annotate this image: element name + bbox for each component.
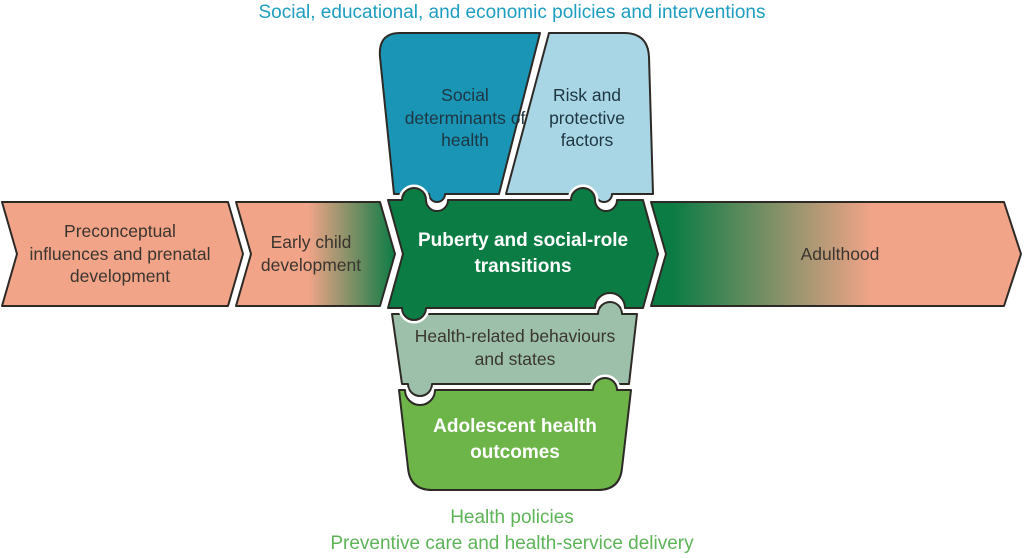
piece-risk-protective (502, 29, 657, 206)
health-policies-caption: Health policies (450, 507, 574, 528)
piece-adolescent-outcomes (395, 374, 635, 494)
piece-health-behaviours (388, 298, 641, 400)
top-policies-caption: Social, educational, and economic polici… (258, 2, 766, 23)
piece-puberty-band (384, 184, 662, 324)
band-preconceptual-arrow (0, 198, 247, 310)
band-adulthood-arrow (647, 198, 1024, 310)
preventive-care-caption: Preventive care and health-service deliv… (330, 533, 694, 554)
band-early-child-arrow (232, 198, 399, 310)
piece-social-determinants (376, 29, 544, 206)
